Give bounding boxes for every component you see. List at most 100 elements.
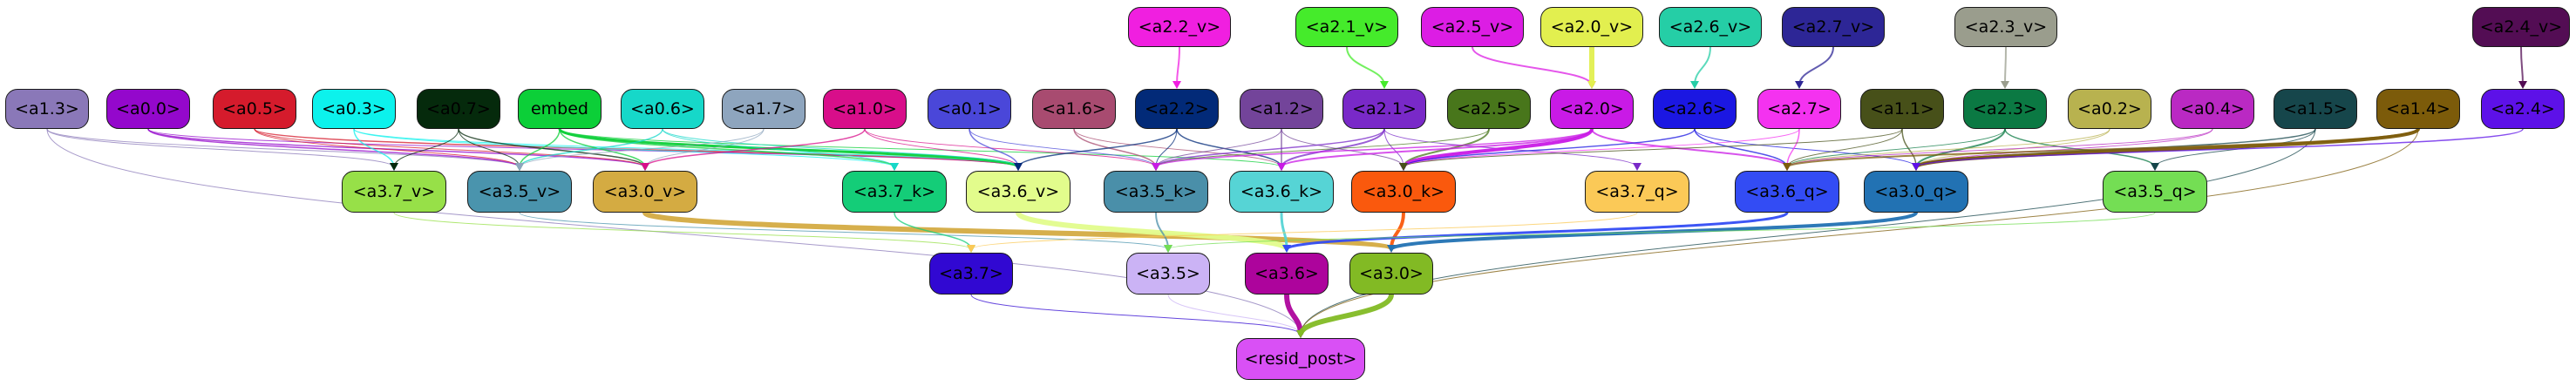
edge-a0_7-to-a3_7_v <box>393 128 459 168</box>
node-a2-7[interactable]: <a2.7> <box>1757 89 1841 129</box>
node-a1-7[interactable]: <a1.7> <box>722 89 805 129</box>
edge-a1_3-to-a3_7_v <box>46 128 395 168</box>
edge-a2_4_v-to-a2_4 <box>2520 46 2524 86</box>
edge-a3_5_q-to-a3_5 <box>1167 212 2156 250</box>
arrowhead-a2_1-to-a3_7_q <box>1633 163 1641 171</box>
edge-a0_0-to-a3_5_v <box>147 128 520 168</box>
edge-a1_7-to-a3_5_v <box>519 128 765 168</box>
node-resid-post[interactable]: <resid_post> <box>1236 338 1365 380</box>
edge-a1_1-to-a3_6_q <box>1786 128 1903 168</box>
edge-a2_1-to-a3_5_k <box>1155 128 1385 168</box>
node-a3-6[interactable]: <a3.6> <box>1245 253 1329 295</box>
edge-a1_4-to-a3_6_q <box>1786 128 2419 168</box>
arrowhead-a2_4-to-a3_0_q <box>1912 163 1920 171</box>
node-a2-3-v[interactable]: <a2.3_v> <box>1954 7 2057 47</box>
node-a1-0[interactable]: <a1.0> <box>823 89 907 129</box>
edge-a2_7_v-to-a2_7 <box>1798 46 1834 86</box>
node-a3-5[interactable]: <a3.5> <box>1126 253 1210 295</box>
node-a2-6[interactable]: <a2.6> <box>1653 89 1737 129</box>
node-a3-7-q[interactable]: <a3.7_q> <box>1585 171 1689 213</box>
node-a2-2[interactable]: <a2.2> <box>1135 89 1219 129</box>
arrowhead-a1_1-to-a3_0_k <box>1399 163 1408 171</box>
arrowhead-a2_7_v-to-a2_7 <box>1795 81 1804 89</box>
edge-a0_6-to-a3_6_v <box>662 128 1019 168</box>
node-a2-1[interactable]: <a2.1> <box>1342 89 1426 129</box>
edge-a2_2_v-to-a2_2 <box>1176 46 1180 86</box>
node-a0-6[interactable]: <a0.6> <box>621 89 704 129</box>
edge-a1_3-to-a3_5_v <box>46 128 520 168</box>
node-a3-7[interactable]: <a3.7> <box>929 253 1013 295</box>
arrowhead-a2_6_v-to-a2_6 <box>1690 81 1699 89</box>
edge-embed-to-a3_7_k <box>559 128 895 168</box>
node-a2-4[interactable]: <a2.4> <box>2481 89 2565 129</box>
node-a3-0-q[interactable]: <a3.0_q> <box>1864 171 1968 213</box>
node-a0-1[interactable]: <a0.1> <box>928 89 1011 129</box>
node-a3-7-k[interactable]: <a3.7_k> <box>842 171 947 213</box>
edge-a3_0_v-to-a3_0 <box>642 210 1394 252</box>
arrowhead-a2_3_v-to-a2_3 <box>2001 81 2009 89</box>
edge-a0_3-to-a3_7_v <box>353 128 395 168</box>
node-a0-3[interactable]: <a0.3> <box>312 89 396 129</box>
edge-a3_0-to-resid_post <box>1298 294 1394 336</box>
node-a2-6-v[interactable]: <a2.6_v> <box>1659 7 1762 47</box>
edge-a2_4-to-a3_0_q <box>1915 128 2524 168</box>
node-a3-6-k[interactable]: <a3.6_k> <box>1229 171 1334 213</box>
edge-embed-to-a3_5_v <box>519 128 561 168</box>
node-a2-0[interactable]: <a2.0> <box>1550 89 1634 129</box>
node-a2-5-v[interactable]: <a2.5_v> <box>1421 7 1524 47</box>
edge-a1_2-to-a3_0_k <box>1281 128 1404 168</box>
node-a3-7-v[interactable]: <a3.7_v> <box>342 171 446 213</box>
node-a1-3[interactable]: <a1.3> <box>5 89 89 129</box>
edge-embed-to-a3_0_v <box>559 128 646 168</box>
edge-a2_7-to-a3_0_k <box>1403 128 1800 168</box>
node-a3-5-k[interactable]: <a3.5_k> <box>1104 171 1208 213</box>
edge-a2_5_v-to-a2_0 <box>1472 46 1593 86</box>
node-a3-6-q[interactable]: <a3.6_q> <box>1735 171 1839 213</box>
node-a1-1[interactable]: <a1.1> <box>1860 89 1944 129</box>
edge-a0_6-to-a3_7_k <box>662 128 895 168</box>
edge-a2_6_v-to-a2_6 <box>1694 46 1711 86</box>
edge-a2_0-to-a3_5_k <box>1155 128 1593 168</box>
edge-a3_0_q-to-a3_0 <box>1390 211 1918 251</box>
node-a3-6-v[interactable]: <a3.6_v> <box>966 171 1071 213</box>
node-a3-0-k[interactable]: <a3.0_k> <box>1351 171 1456 213</box>
node-a2-5[interactable]: <a2.5> <box>1447 89 1531 129</box>
edge-a0_7-to-a3_5_v <box>458 128 520 168</box>
edge-a1_4-to-resid_post <box>1300 128 2419 335</box>
edge-a1_2-to-a3_5_k <box>1155 128 1282 168</box>
node-a0-4[interactable]: <a0.4> <box>2171 89 2254 129</box>
node-embed[interactable]: embed <box>518 89 602 129</box>
edge-a3_7_k-to-a3_7 <box>894 212 972 250</box>
node-a2-3[interactable]: <a2.3> <box>1963 89 2047 129</box>
node-a3-0-v[interactable]: <a3.0_v> <box>593 171 697 213</box>
node-a0-5[interactable]: <a0.5> <box>213 89 296 129</box>
edge-a2_6-to-a3_0_k <box>1403 128 1696 168</box>
edge-a0_3-to-a3_7_k <box>353 128 895 168</box>
edge-a3_5-to-resid_post <box>1167 294 1302 335</box>
node-a1-4[interactable]: <a1.4> <box>2376 89 2460 129</box>
edge-a1_5-to-resid_post <box>1300 128 2316 335</box>
node-a0-7[interactable]: <a0.7> <box>417 89 500 129</box>
edge-a2_2-to-a3_6_k <box>1176 128 1282 168</box>
node-a1-6[interactable]: <a1.6> <box>1032 89 1116 129</box>
node-a2-4-v[interactable]: <a2.4_v> <box>2472 7 2570 47</box>
node-a2-0-v[interactable]: <a2.0_v> <box>1540 7 1643 47</box>
node-a3-5-q[interactable]: <a3.5_q> <box>2103 171 2207 213</box>
node-a0-2[interactable]: <a0.2> <box>2068 89 2151 129</box>
node-a2-2-v[interactable]: <a2.2_v> <box>1128 7 1231 47</box>
node-a1-2[interactable]: <a1.2> <box>1240 89 1323 129</box>
edge-a0_4-to-a3_6_q <box>1786 128 2213 168</box>
edge-a3_5_v-to-a3_5 <box>519 212 1169 250</box>
edge-a3_6_q-to-a3_6 <box>1285 211 1789 251</box>
node-a2-1-v[interactable]: <a2.1_v> <box>1295 7 1398 47</box>
node-a3-5-v[interactable]: <a3.5_v> <box>467 171 572 213</box>
node-a3-0[interactable]: <a3.0> <box>1349 253 1433 295</box>
arrowhead-a2_2_v-to-a2_2 <box>1172 81 1181 89</box>
edge-a1_3-to-resid_post <box>46 128 1302 335</box>
node-a0-0[interactable]: <a0.0> <box>106 89 190 129</box>
edge-a3_7-to-resid_post <box>970 294 1302 335</box>
arrowhead-a3_7_q-to-a3_7 <box>967 245 975 253</box>
edge-a2_5-to-a3_5_k <box>1155 128 1490 168</box>
node-a2-7-v[interactable]: <a2.7_v> <box>1782 7 1885 47</box>
node-a1-5[interactable]: <a1.5> <box>2274 89 2357 129</box>
